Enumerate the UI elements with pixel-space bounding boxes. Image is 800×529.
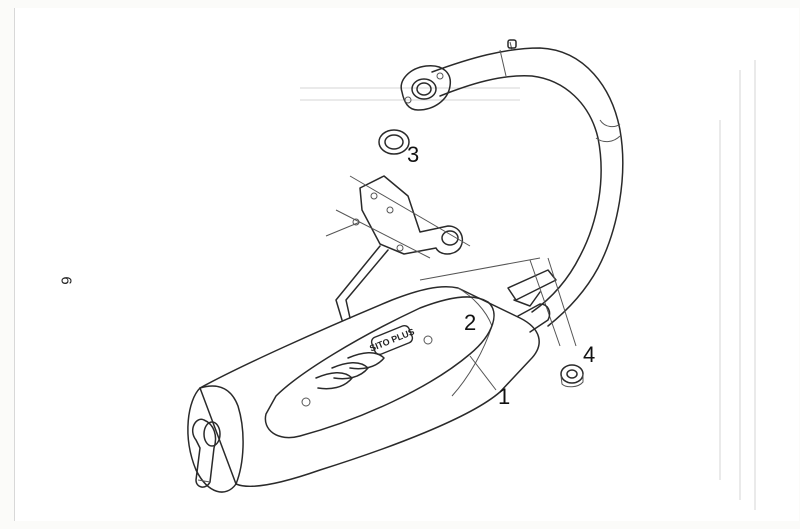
heat-shield	[264, 296, 495, 439]
callout-leaders	[469, 355, 497, 391]
callout-4: 4	[583, 342, 596, 367]
sito-plus-logo: SITO PLUS	[368, 324, 416, 356]
callout-2: 2	[464, 310, 477, 335]
muffler-body	[187, 285, 551, 493]
mounting-bracket	[325, 175, 471, 321]
header-flange	[400, 65, 452, 111]
exhaust-header-pipe	[431, 39, 624, 327]
pipe-clamp	[419, 257, 577, 347]
washer-nut	[560, 364, 584, 388]
callout-3: 3	[407, 142, 420, 167]
paper-sheet	[14, 8, 799, 521]
show-through-text	[300, 60, 756, 510]
page-number: 6	[57, 276, 75, 285]
gasket-ring	[378, 129, 410, 155]
callout-1: 1	[498, 384, 511, 409]
